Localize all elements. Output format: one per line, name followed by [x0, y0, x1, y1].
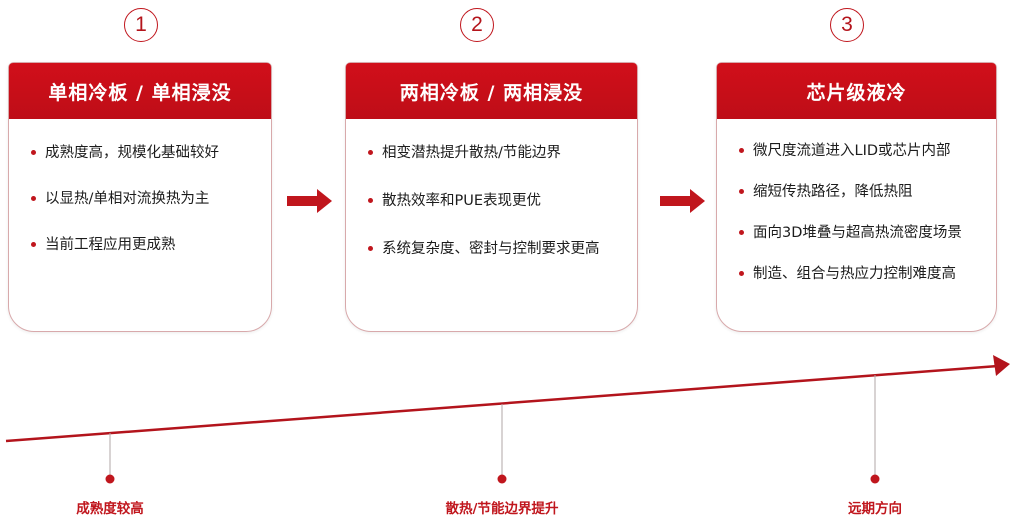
timeline-marker-3 — [870, 474, 880, 484]
step-1-number: 1 — [124, 8, 158, 42]
timeline-arrowhead-icon — [993, 355, 1010, 376]
arrow-right-icon — [660, 189, 705, 213]
step-3-bullet-4: 制造、组合与热应力控制难度高 — [739, 264, 996, 284]
step-1-card: 单相冷板 / 单相浸没 成熟度高，规模化基础较好 以显热/单相对流换热为主 当前… — [8, 62, 272, 332]
step-3-bullet-2: 缩短传热路径，降低热阻 — [739, 182, 996, 202]
step-2-card: 两相冷板 / 两相浸没 相变潜热提升散热/节能边界 散热效率和PUE表现更优 系… — [345, 62, 638, 332]
step-1-bullet-3: 当前工程应用更成熟 — [31, 235, 271, 255]
step-2-bullet-2: 散热效率和PUE表现更优 — [368, 191, 637, 211]
timeline-label-1: 成熟度较高 — [76, 501, 144, 517]
step-2-list: 相变潜热提升散热/节能边界 散热效率和PUE表现更优 系统复杂度、密封与控制要求… — [346, 119, 637, 259]
step-2-bullet-3: 系统复杂度、密封与控制要求更高 — [368, 239, 637, 259]
step-1-list: 成熟度高，规模化基础较好 以显热/单相对流换热为主 当前工程应用更成熟 — [9, 119, 271, 255]
timeline-marker-1 — [105, 474, 115, 484]
arrow-right-icon — [287, 189, 332, 213]
step-3-number: 3 — [830, 8, 864, 42]
step-2-number: 2 — [460, 8, 494, 42]
step-3-bullet-1: 微尺度流道进入LID或芯片内部 — [739, 141, 996, 161]
step-3-bullet-3: 面向3D堆叠与超高热流密度场景 — [739, 223, 996, 243]
timeline-axis-line — [5, 364, 999, 443]
step-2-title: 两相冷板 / 两相浸没 — [346, 63, 637, 119]
step-3-card: 芯片级液冷 微尺度流道进入LID或芯片内部 缩短传热路径，降低热阻 面向3D堆叠… — [716, 62, 997, 332]
step-3-title: 芯片级液冷 — [717, 63, 996, 119]
step-1-title: 单相冷板 / 单相浸没 — [9, 63, 271, 119]
timeline-label-2: 散热/节能边界提升 — [445, 501, 559, 517]
step-3-list: 微尺度流道进入LID或芯片内部 缩短传热路径，降低热阻 面向3D堆叠与超高热流密… — [717, 119, 996, 284]
timeline-marker-2 — [497, 474, 507, 484]
step-1-bullet-2: 以显热/单相对流换热为主 — [31, 189, 271, 209]
timeline-label-3: 远期方向 — [848, 501, 902, 517]
step-1-bullet-1: 成熟度高，规模化基础较好 — [31, 143, 271, 163]
step-2-bullet-1: 相变潜热提升散热/节能边界 — [368, 143, 637, 163]
